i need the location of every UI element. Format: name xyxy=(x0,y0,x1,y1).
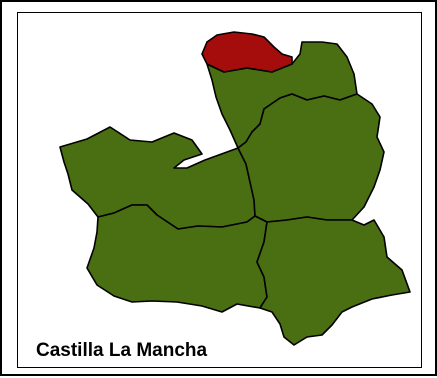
region-highlighted-area[interactable] xyxy=(201,31,293,73)
map-title: Castilla La Mancha xyxy=(36,340,208,361)
map-inner-frame xyxy=(17,12,422,368)
region-toledo[interactable] xyxy=(59,126,256,230)
region-albacete[interactable] xyxy=(256,216,411,346)
